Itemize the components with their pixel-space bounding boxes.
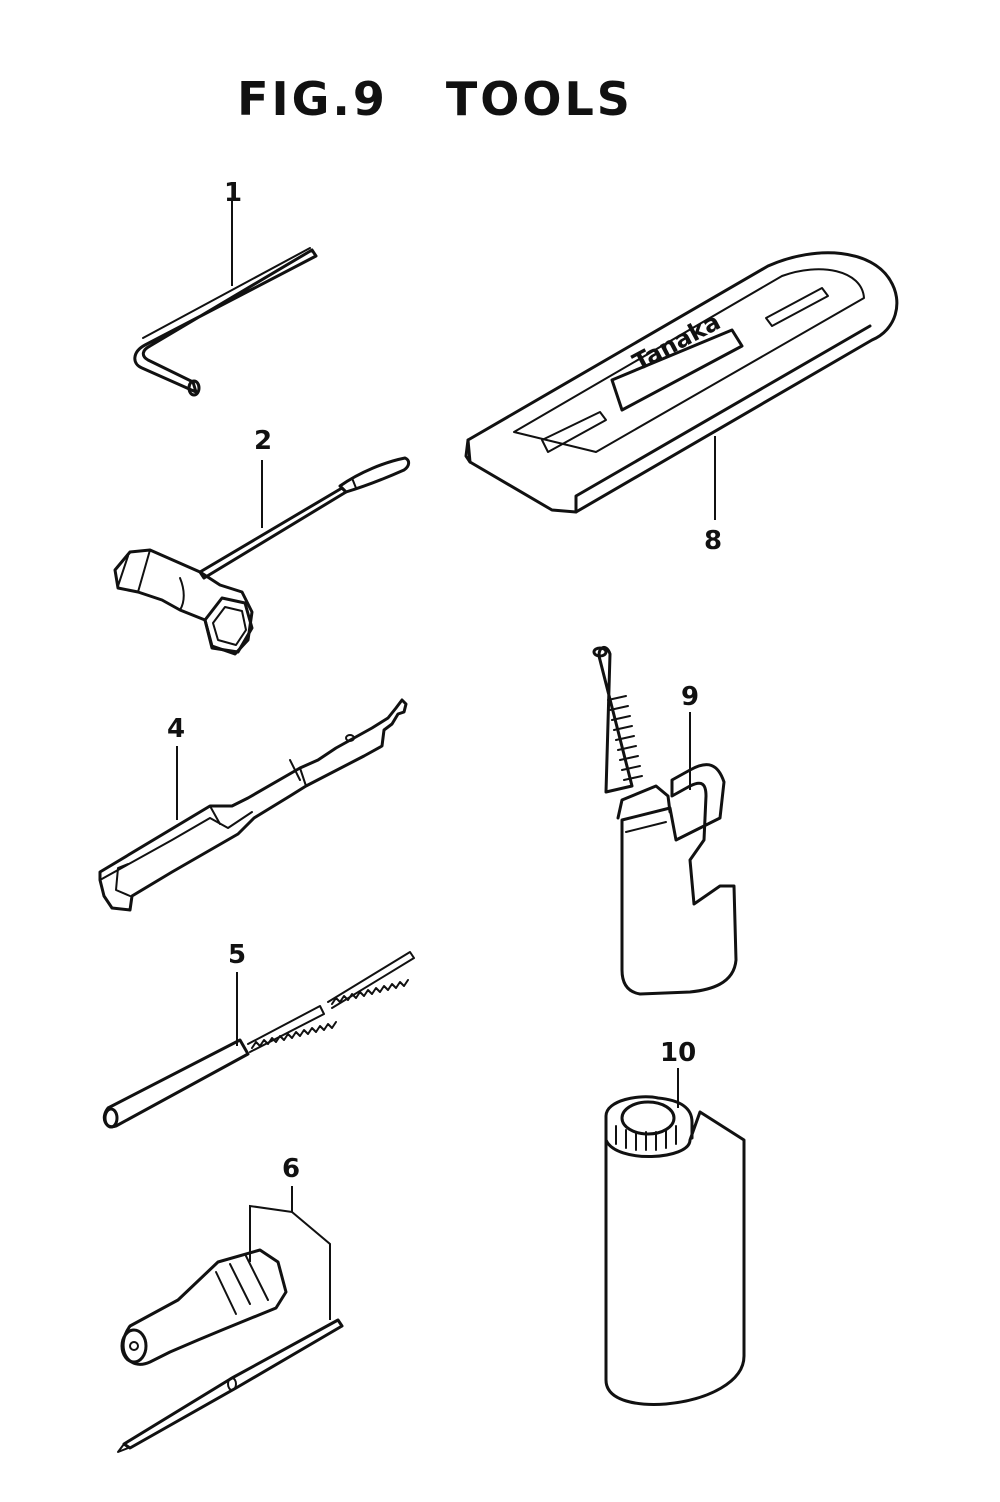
fuel-bottle-drawing bbox=[604, 1068, 746, 1406]
callout-part-1: 1 bbox=[224, 178, 243, 208]
callout-part-8: 8 bbox=[704, 526, 723, 556]
figure-number: FIG.9 bbox=[237, 72, 388, 126]
bar-cover-drawing bbox=[464, 251, 899, 520]
screwdriver-drawing bbox=[117, 1186, 344, 1453]
callout-part-2: 2 bbox=[254, 426, 273, 456]
figure-title: FIG.9 TOOLS bbox=[0, 72, 870, 126]
callout-part-4: 4 bbox=[167, 714, 186, 744]
callout-part-6: 6 bbox=[282, 1154, 301, 1184]
oil-bottle-drawing bbox=[592, 646, 738, 996]
hex-key-drawing bbox=[133, 200, 318, 397]
callout-part-10: 10 bbox=[660, 1038, 697, 1068]
plug-wrench-drawing bbox=[113, 456, 411, 656]
callout-part-5: 5 bbox=[228, 940, 247, 970]
file-gauge-drawing bbox=[98, 698, 408, 912]
cleaning-rod-drawing bbox=[102, 951, 415, 1129]
figure-name: TOOLS bbox=[445, 72, 633, 126]
callout-part-9: 9 bbox=[681, 682, 700, 712]
